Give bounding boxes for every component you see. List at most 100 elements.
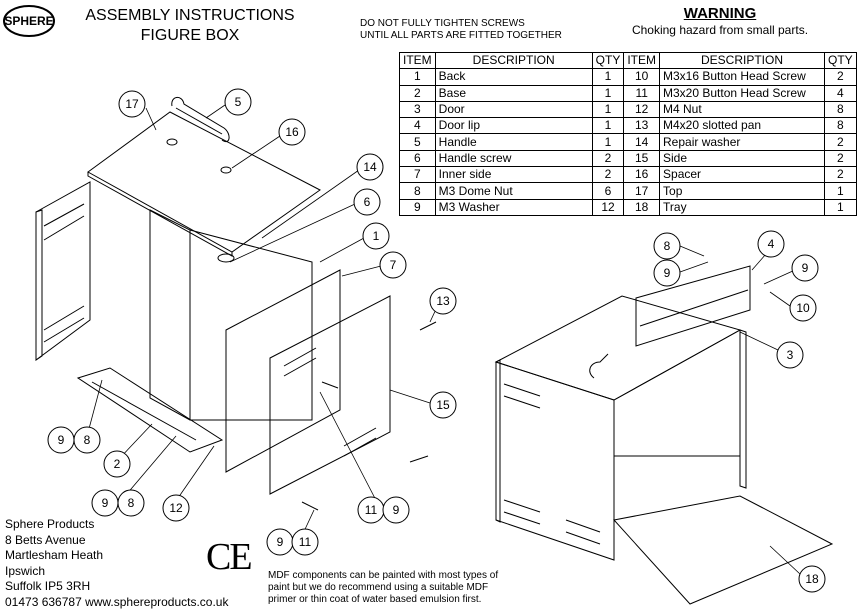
callout-label: 9: [58, 433, 65, 447]
callout-15: 15: [429, 391, 457, 419]
callout-label: 9: [664, 266, 671, 280]
description-cell: Tray: [659, 198, 826, 216]
screw-part: [321, 381, 339, 389]
callout-label: 15: [436, 398, 450, 412]
tighten-note-line-2: UNTIL ALL PARTS ARE FITTED TOGETHER: [360, 30, 562, 41]
item-cell: 18: [623, 198, 661, 216]
description-cell: M3 Washer: [434, 198, 593, 216]
description-cell: M3 Dome Nut: [434, 182, 593, 200]
inner-side-panel: [149, 209, 191, 421]
callout-9: 9: [653, 259, 681, 287]
screw-part: [409, 455, 429, 463]
tighten-note-line-1: DO NOT FULLY TIGHTEN SCREWS: [360, 18, 525, 29]
callout-label: 1: [373, 229, 380, 243]
qty-cell: 12: [591, 198, 625, 216]
paint-note: MDF components can be painted with most …: [268, 570, 499, 605]
address-line: 8 Betts Avenue: [5, 532, 86, 547]
back-panel: [189, 229, 313, 421]
parts-table: ITEM DESCRIPTION QTY ITEM DESCRIPTION QT…: [399, 51, 857, 216]
callout-label: 11: [365, 503, 378, 517]
warning-heading: WARNING: [683, 5, 757, 22]
callout-label: 9: [277, 535, 284, 549]
callout-label: 9: [802, 261, 809, 275]
callout-label: 4: [768, 237, 775, 251]
screw-part: [301, 501, 319, 511]
callout-14: 14: [356, 153, 384, 181]
callout-label: 12: [169, 501, 183, 515]
side-panel-left: [35, 181, 91, 361]
item-cell: 11: [623, 84, 661, 102]
assembled-top: [494, 295, 742, 401]
callout-9: 9: [266, 528, 294, 556]
title-line-2: FIGURE BOX: [140, 27, 240, 44]
assembled-door: [635, 265, 751, 347]
callout-label: 18: [805, 572, 819, 586]
callout-7: 7: [379, 251, 407, 279]
qty-cell: 1: [824, 198, 857, 216]
callout-2: 2: [103, 450, 131, 478]
qty-cell: 2: [824, 68, 857, 86]
callout-label: 5: [235, 95, 242, 109]
callout-13: 13: [429, 287, 457, 315]
top-panel: [87, 111, 321, 253]
repair-washer-part: [217, 253, 235, 263]
warning-text: Choking hazard from small parts.: [631, 23, 809, 37]
description-cell: M3x16 Button Head Screw: [659, 68, 826, 86]
callout-group: 17 5 16 14 6 1 7 13 15 9 8 2 9 8 12 11 9…: [47, 88, 826, 593]
description-cell: M3x20 Button Head Screw: [659, 84, 826, 102]
callout-label: 9: [102, 496, 109, 510]
company-address: Sphere Products 8 Betts Avenue Martlesha…: [5, 517, 228, 610]
side-panel-front: [269, 295, 391, 495]
callout-9: 9: [91, 489, 119, 517]
handle-part: [171, 97, 230, 142]
description-cell: M4 Nut: [659, 100, 826, 119]
title-line-1: ASSEMBLY INSTRUCTIONS: [85, 7, 295, 24]
callout-6: 6: [353, 188, 381, 216]
description-cell: Back: [434, 68, 593, 86]
spacer-part: [166, 138, 178, 146]
callout-label: 9: [393, 503, 400, 517]
description-cell: M4x20 slotted pan: [659, 117, 826, 135]
callout-18: 18: [798, 565, 826, 593]
address-contact: 01473 636787 www.sphereproducts.co.uk: [5, 594, 229, 609]
logo-text: SPHERE: [4, 14, 53, 28]
description-cell: Handle screw: [434, 149, 593, 168]
callout-5: 5: [224, 88, 252, 116]
callout-3: 3: [776, 341, 804, 369]
callout-8: 8: [653, 232, 681, 260]
leader-lines: [85, 104, 801, 575]
callout-label: 2: [114, 457, 121, 471]
callout-label: 13: [436, 294, 450, 308]
callout-11: 11: [357, 496, 385, 524]
callout-label: 10: [796, 301, 810, 315]
callout-8: 8: [73, 426, 101, 454]
header-qty: QTY: [824, 51, 857, 70]
exploded-view: [35, 97, 437, 511]
description-cell: Side: [659, 149, 826, 168]
tray-panel: [613, 495, 834, 605]
inner-side-front: [225, 269, 341, 473]
callout-label: 11: [299, 535, 312, 549]
callout-4: 4: [757, 230, 785, 258]
base-panel: [76, 367, 224, 453]
callout-label: 6: [364, 195, 371, 209]
assembled-handle: [589, 353, 609, 379]
callout-label: 8: [664, 239, 671, 253]
callout-8: 8: [117, 489, 145, 517]
address-line: Ipswich: [5, 563, 46, 578]
callout-label: 7: [390, 258, 397, 272]
callout-11: 11: [291, 528, 319, 556]
assembled-view: [494, 265, 834, 605]
callout-16: 16: [278, 118, 306, 146]
callout-1: 1: [362, 222, 390, 250]
callout-9: 9: [47, 426, 75, 454]
address-line: Suffolk IP5 3RH: [5, 579, 91, 593]
